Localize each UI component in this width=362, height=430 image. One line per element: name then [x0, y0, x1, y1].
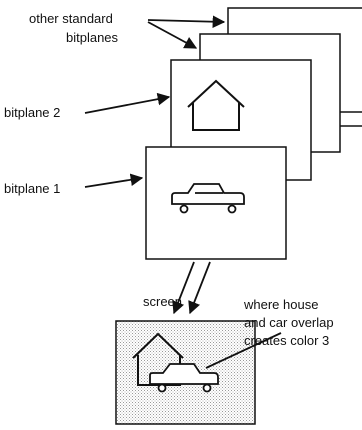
- arrow-icon: [84, 92, 171, 114]
- overlap-pointer-line: [205, 332, 282, 369]
- arrow-icon: [147, 15, 226, 28]
- car-icon: [171, 183, 245, 214]
- arrow-icon: [147, 21, 198, 49]
- other-bitplanes-label-line2: bitplanes: [66, 30, 119, 45]
- arrow-icon: [188, 261, 211, 315]
- overlap-label-line1: where house: [243, 297, 318, 312]
- arrows: [84, 15, 282, 369]
- screen-label: screen: [143, 294, 182, 309]
- arrow-icon: [172, 261, 195, 315]
- bitplane-1-label: bitplane 1: [4, 181, 60, 196]
- other-bitplanes-label-line1: other standard: [29, 11, 113, 26]
- house-icon: [187, 79, 245, 131]
- bitplane-1: [145, 146, 287, 260]
- screen-panel: [115, 320, 256, 425]
- overlap-label-line3: creates color 3: [244, 333, 329, 348]
- screen-car-icon: [149, 363, 219, 393]
- arrow-icon: [84, 173, 144, 188]
- bitplane-2-label: bitplane 2: [4, 105, 60, 120]
- overlap-label-line2: and car overlap: [244, 315, 334, 330]
